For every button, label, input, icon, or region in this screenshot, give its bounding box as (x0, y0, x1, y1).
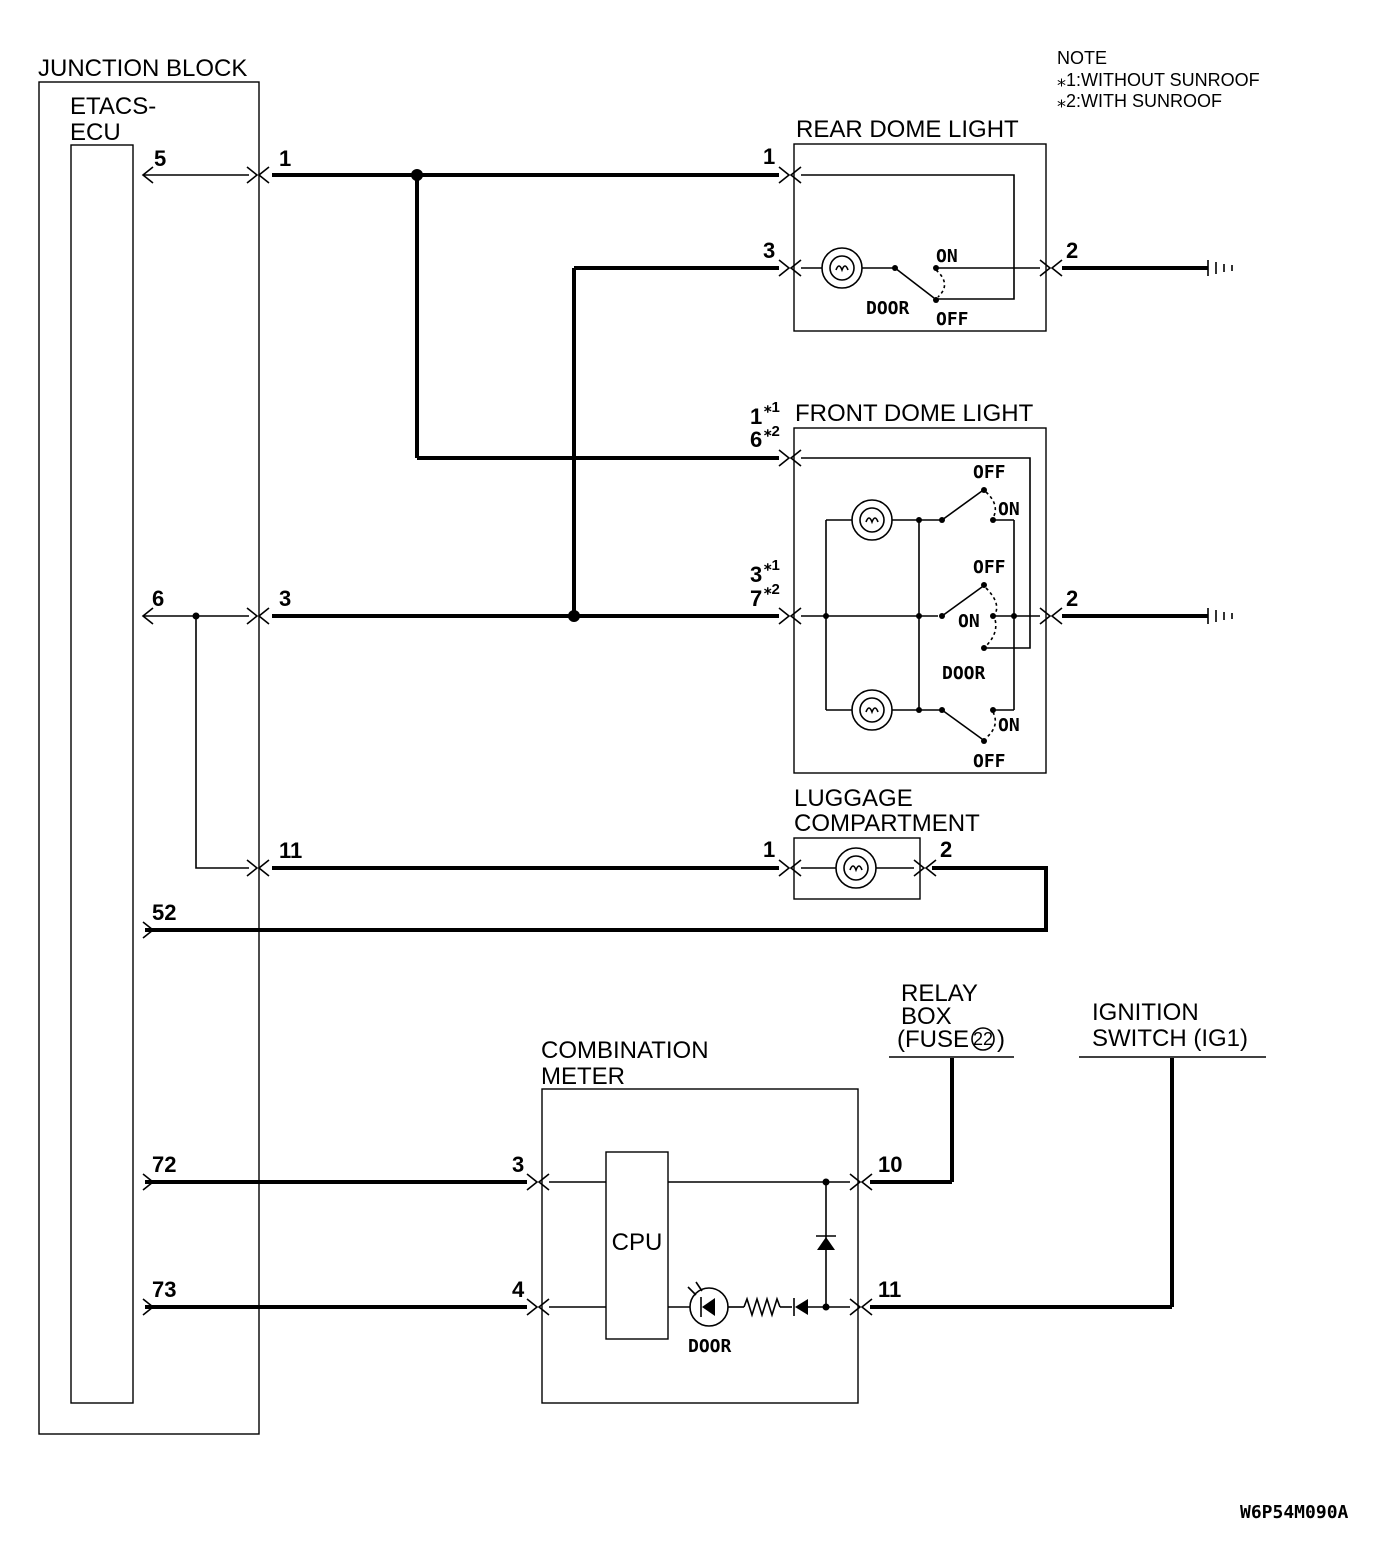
front-top-pin-labels: 1 ⁎1 6 ⁎2 (750, 399, 780, 452)
meter-connectors (526, 1173, 873, 1316)
rear-switch-off-label: OFF (936, 309, 969, 330)
front-dome-connectors (778, 449, 1063, 625)
front-pin-2: 2 (1066, 586, 1078, 611)
meter-pin-11: 11 (878, 1277, 901, 1302)
rear-switch-on-label: ON (936, 246, 958, 267)
meter-pin-4: 4 (512, 1277, 525, 1302)
junction-block-label: JUNCTION BLOCK (38, 55, 247, 82)
front-top-off-label: OFF (973, 462, 1006, 483)
meter-pin-10: 10 (878, 1152, 902, 1177)
junction-block-box (38, 81, 260, 1435)
luggage-pin-2: 2 (940, 837, 952, 862)
front-bottom-off-label: OFF (973, 751, 1006, 772)
relay-box-label-3: (FUSE (897, 1026, 969, 1053)
front-ground-icon (1207, 608, 1233, 624)
front-pin-1-note: ⁎1 (764, 399, 780, 416)
relay-box-label-1: RELAY (901, 980, 978, 1007)
rear-switch-door-label: DOOR (866, 298, 910, 319)
ignition-switch-label-1: IGNITION (1092, 999, 1199, 1026)
luggage-pin-1: 1 (763, 837, 775, 862)
fuse-number: 22 (973, 1029, 993, 1049)
relay-box-label-3-end: ) (997, 1026, 1005, 1053)
ecu-pin-52: 52 (152, 900, 176, 925)
luggage-box (793, 837, 921, 900)
combination-meter-box (541, 1088, 859, 1404)
ecu-pin-6: 6 (152, 586, 164, 611)
etacs-ecu-label-2: ECU (70, 119, 121, 146)
etacs-ecu-box (70, 144, 134, 1404)
front-top-on-label: ON (998, 499, 1020, 520)
luggage-connectors (778, 859, 937, 877)
front-mid-pin-labels: 3 ⁎1 7 ⁎2 (750, 557, 780, 611)
fuse-number-circle (971, 1027, 995, 1051)
cpu-label: CPU (612, 1229, 663, 1256)
combination-meter-label-2: METER (541, 1063, 625, 1090)
jb-pin-11: 11 (279, 838, 302, 863)
front-mid-off-label: OFF (973, 557, 1006, 578)
note-line-2: ⁎2:WITH SUNROOF (1057, 91, 1222, 111)
front-pin-6: 6 (750, 427, 762, 452)
rear-dome-bulb-icon (821, 247, 863, 289)
note-line-1: ⁎1:WITHOUT SUNROOF (1057, 70, 1260, 90)
front-dome-light-box (793, 427, 1047, 774)
meter-pin-3: 3 (512, 1152, 524, 1177)
rear-dome-connectors (778, 166, 1063, 277)
front-pin-1: 1 (750, 404, 762, 429)
front-bottom-on-label: ON (998, 715, 1020, 736)
ecu-pin-6-line (141, 607, 270, 877)
rear-pin-2: 2 (1066, 238, 1078, 263)
ecu-pin-72: 72 (152, 1152, 176, 1177)
meter-diode-icon (816, 1235, 836, 1250)
ignition-switch-label-2: SWITCH (IG1) (1092, 1025, 1248, 1052)
front-dome-internal-wiring (801, 457, 1040, 744)
etacs-ecu-label-1: ETACS- (70, 93, 156, 120)
cpu-box (605, 1151, 669, 1340)
front-pin-3-note: ⁎1 (764, 557, 780, 574)
front-dome-light-label: FRONT DOME LIGHT (795, 400, 1034, 427)
note-title: NOTE (1057, 48, 1107, 68)
meter-resistor-icon (743, 1296, 781, 1318)
front-pin-7-note: ⁎2 (764, 581, 780, 598)
relay-box-label-2: BOX (901, 1003, 952, 1030)
rear-pin-3: 3 (763, 238, 775, 263)
rear-dome-light-label: REAR DOME LIGHT (796, 116, 1019, 143)
door-warning-led-icon (687, 1281, 729, 1327)
rear-pin-1: 1 (763, 144, 775, 169)
rear-ground-icon (1207, 260, 1233, 276)
front-pin-7: 7 (750, 586, 762, 611)
rear-dome-internal-wiring (801, 174, 1040, 303)
door-warning-label: DOOR (688, 1336, 732, 1357)
luggage-bulb-icon (835, 847, 877, 889)
front-pin-3: 3 (750, 562, 762, 587)
luggage-label-1: LUGGAGE (794, 785, 913, 812)
ecu-pin-5: 5 (154, 146, 166, 171)
front-dome-bulb-icon-top (851, 499, 893, 541)
front-pin-6-note: ⁎2 (764, 423, 780, 440)
main-wires (145, 169, 1174, 1309)
jb-pin-3: 3 (279, 586, 291, 611)
diagram-code: W6P54M090A (1240, 1502, 1349, 1523)
front-mid-on-label: ON (958, 611, 980, 632)
front-mid-door-label: DOOR (942, 663, 986, 684)
ecu-pin-5-line (141, 166, 270, 184)
luggage-label-2: COMPARTMENT (794, 810, 980, 837)
ecu-pin-73: 73 (152, 1277, 176, 1302)
front-dome-bulb-icon-bottom (851, 689, 893, 731)
meter-diode-series-icon (793, 1298, 808, 1316)
combination-meter-label-1: COMBINATION (541, 1037, 709, 1064)
jb-pin-1: 1 (279, 146, 291, 171)
rear-dome-light-box (793, 143, 1047, 332)
